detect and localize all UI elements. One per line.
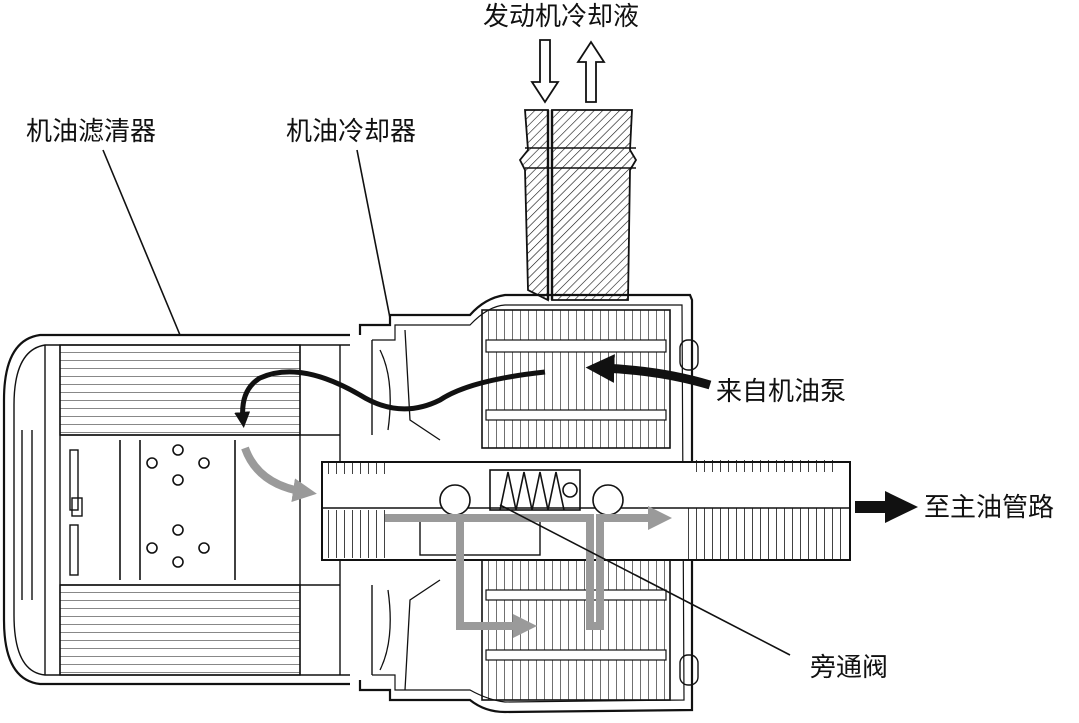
flow-arrow-dark-path bbox=[234, 369, 546, 428]
label-from-oil-pump: 来自机油泵 bbox=[716, 377, 846, 407]
coolant-pipe bbox=[518, 109, 638, 302]
bypass-valve-spring bbox=[489, 469, 581, 511]
label-to-main-gallery: 至主油管路 bbox=[924, 493, 1054, 523]
label-engine-coolant: 发动机冷却液 bbox=[483, 2, 639, 32]
filter-end-ribs bbox=[69, 449, 83, 576]
coolant-in-arrow bbox=[530, 39, 560, 104]
coolant-out-arrow bbox=[576, 40, 606, 103]
leader-lines bbox=[102, 149, 791, 656]
label-oil-filter: 机油滤清器 bbox=[26, 117, 156, 147]
filter-pleats-top bbox=[59, 344, 301, 436]
flow-arrow-grey-cooler bbox=[385, 514, 537, 638]
flow-arrow-grey-return bbox=[430, 506, 672, 630]
filter-center-tube bbox=[60, 434, 340, 586]
arrow-to-main-gallery bbox=[855, 491, 918, 523]
cooler-plates-upper bbox=[481, 309, 671, 449]
flow-arrow-from-pump bbox=[585, 354, 712, 390]
label-bypass-valve: 旁通阀 bbox=[810, 653, 888, 683]
filter-pleats-bottom bbox=[59, 584, 301, 676]
flow-arrow-grey-in bbox=[241, 446, 317, 503]
label-oil-cooler: 机油冷却器 bbox=[286, 117, 416, 147]
